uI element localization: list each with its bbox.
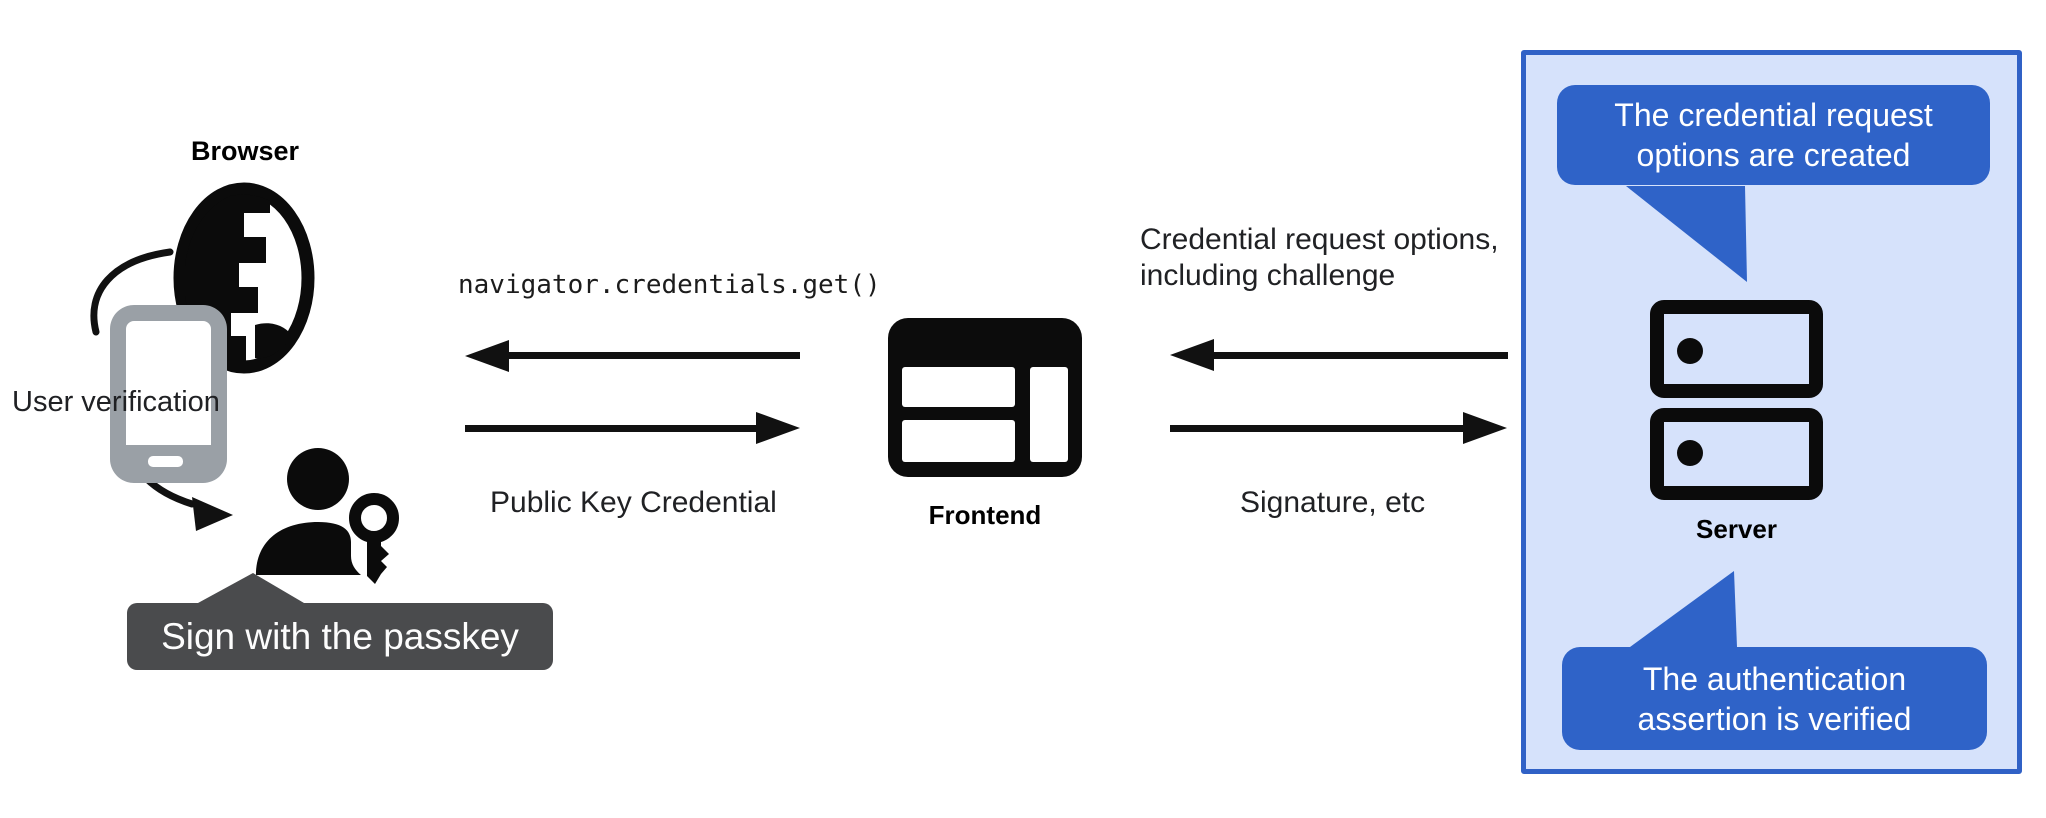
- arrow-phone-to-user-head: [192, 497, 233, 531]
- bubble-top-line1: The credential request: [1614, 97, 1933, 133]
- server-icon: [1650, 300, 1823, 398]
- user-verification-label: User verification: [12, 386, 220, 418]
- arrow-browser-to-phone: [90, 248, 174, 336]
- sign-tooltip-pointer: [198, 573, 304, 603]
- bubble-bottom-line1: The authentication: [1642, 660, 1907, 697]
- frontend-icon-cell: [902, 420, 1015, 462]
- browser-label: Browser: [190, 136, 300, 166]
- arrow-browser-to-frontend: [465, 425, 756, 432]
- bubble-bottom-line2: assertion is verified: [1637, 700, 1912, 737]
- arrow-frontend-to-browser-head: [465, 340, 509, 372]
- arrow-server-to-frontend-head: [1170, 339, 1214, 371]
- browser-window-icon: [888, 318, 1082, 477]
- credential-request-options-line1: Credential request options,: [1140, 223, 1499, 256]
- arrow-frontend-to-server-head: [1463, 412, 1507, 444]
- arrow-browser-to-frontend-head: [756, 412, 800, 444]
- server-icon: [1650, 408, 1823, 500]
- frontend-icon-cell: [902, 367, 1015, 407]
- credential-request-options-line2: including challenge: [1140, 259, 1396, 292]
- key-icon: [349, 493, 399, 543]
- bubble-top-line2: options are created: [1636, 137, 1911, 173]
- speech-bubble-assertion-verified: The authentication assertion is verified: [1562, 647, 1987, 750]
- arrow-frontend-to-browser: [509, 352, 800, 359]
- signature-label: Signature, etc: [1240, 486, 1426, 519]
- server-label: Server: [1696, 514, 1777, 544]
- arrow-server-to-frontend: [1214, 352, 1508, 359]
- speech-bubble-credential-created: The credential request options are creat…: [1557, 85, 1990, 185]
- arrow-frontend-to-server: [1170, 425, 1463, 432]
- smartphone-home-bar: [148, 456, 183, 467]
- user-passkey-icon: [256, 448, 399, 584]
- credential-request-options-label: Credential request options, including ch…: [1140, 222, 1499, 294]
- frontend-label: Frontend: [928, 500, 1042, 530]
- bubble-top-tail: [1626, 186, 1747, 282]
- sign-with-passkey-tooltip: Sign with the passkey: [127, 603, 553, 670]
- bubble-bottom-tail: [1630, 571, 1737, 647]
- smartphone-icon: [110, 305, 227, 483]
- navigator-credentials-get-text: navigator.credentials.get(): [458, 270, 881, 300]
- public-key-credential-label: Public Key Credential: [490, 486, 777, 519]
- server-icon-led: [1677, 440, 1703, 466]
- server-icon-led: [1677, 338, 1703, 364]
- frontend-icon-cell: [1030, 367, 1068, 462]
